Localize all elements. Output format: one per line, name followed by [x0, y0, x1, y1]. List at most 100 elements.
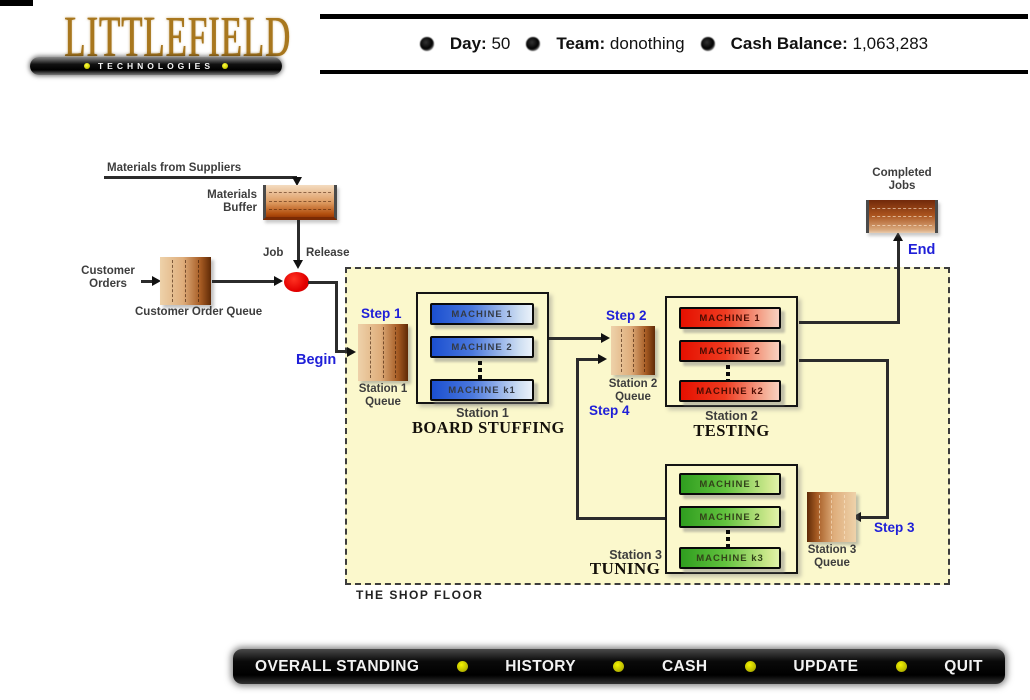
queue-column	[369, 327, 371, 378]
buffer-row	[269, 192, 331, 194]
station1-machine-1[interactable]: MACHINE 1	[430, 303, 534, 325]
nav-quit[interactable]: QUIT	[944, 657, 983, 675]
queue-column	[395, 327, 397, 378]
arrowhead-right-icon	[152, 276, 161, 286]
bullet-icon	[700, 37, 715, 51]
completed-jobs-label: Completed Jobs	[872, 167, 932, 193]
arrowhead-right-icon	[274, 276, 283, 286]
nav-cash[interactable]: CASH	[661, 657, 708, 675]
queue-column	[643, 328, 645, 373]
nav-bar: OVERALL STANDING HISTORY CASH UPDATE QUI…	[233, 649, 1005, 684]
station3-queue[interactable]	[807, 492, 856, 542]
arrowhead-left-icon	[852, 512, 861, 522]
customer-orders-label: Customer Orders	[81, 265, 135, 291]
flow-line	[335, 350, 349, 353]
station1-queue[interactable]	[358, 324, 408, 381]
step4-label: Step 4	[589, 403, 630, 418]
station3-queue-label: Station 3 Queue	[807, 544, 857, 570]
queue-column	[843, 495, 845, 539]
queue-column	[831, 495, 832, 539]
station1-machine-2[interactable]: MACHINE 2	[430, 336, 534, 358]
flow-line	[576, 358, 600, 361]
queue-column	[198, 259, 199, 303]
day-label: Day:	[449, 34, 487, 53]
day-stat: Day: 50	[450, 34, 511, 54]
station2-queue-label: Station 2 Queue	[608, 378, 658, 404]
logo-subtitle: TECHNOLOGIES	[97, 61, 214, 71]
team-stat: Team: donothing	[556, 34, 684, 54]
flow-line	[212, 280, 276, 283]
station2-queue[interactable]	[611, 326, 655, 375]
flow-line	[886, 359, 889, 519]
station1-queue-label: Station 1 Queue	[358, 383, 408, 409]
station2-process-label: TESTING	[693, 421, 770, 440]
station2-machine-k2[interactable]: MACHINE k2	[679, 380, 781, 402]
station3-box[interactable]	[665, 464, 798, 574]
materials-buffer-label: Materials Buffer	[207, 189, 257, 215]
flow-line	[799, 359, 889, 362]
buffer-row	[269, 200, 331, 202]
station2-box[interactable]	[665, 296, 798, 407]
completed-jobs-buffer[interactable]	[866, 200, 938, 233]
end-label: End	[908, 242, 936, 258]
customer-order-queue-label: Customer Order Queue	[135, 306, 263, 318]
buffer-row	[872, 224, 932, 226]
station3-machine-2[interactable]: MACHINE 2	[679, 506, 781, 528]
flow-line	[576, 360, 579, 520]
queue-column	[185, 259, 186, 303]
station2-machine-2[interactable]: MACHINE 2	[679, 340, 781, 362]
flow-line	[860, 516, 889, 519]
logo-dot-icon	[83, 63, 90, 69]
flow-line	[549, 337, 603, 340]
team-value: donothing	[609, 34, 685, 53]
station3-process-label: TUNING	[589, 559, 661, 578]
materials-from-suppliers-label: Materials from Suppliers	[107, 162, 242, 174]
day-value: 50	[491, 34, 511, 53]
bullet-icon	[526, 37, 541, 51]
flow-line	[104, 176, 297, 179]
step1-label: Step 1	[361, 306, 402, 321]
station1-machine-k1[interactable]: MACHINE k1	[430, 379, 534, 401]
step3-label: Step 3	[874, 520, 915, 535]
flow-line	[576, 517, 665, 520]
cash-balance-value: 1,063,283	[852, 34, 929, 53]
logo-dot-icon	[222, 63, 228, 69]
job-label: Job	[263, 247, 284, 259]
queue-column	[382, 327, 384, 378]
station1-process-label: BOARD STUFFING	[412, 418, 565, 437]
customer-order-queue[interactable]	[160, 257, 211, 305]
station3-machine-k3[interactable]: MACHINE k3	[679, 547, 781, 569]
flow-line	[799, 321, 900, 324]
arrowhead-right-icon	[347, 347, 356, 357]
job-release-node[interactable]	[284, 272, 309, 292]
buffer-row	[872, 216, 932, 217]
flow-line	[335, 281, 338, 353]
queue-column	[172, 259, 173, 303]
release-label: Release	[306, 247, 350, 259]
nav-separator-dot-icon	[744, 661, 756, 672]
status-bar: Day: 50 Team: donothing Cash Balance: 1,…	[320, 30, 1028, 58]
buffer-row	[872, 207, 932, 209]
materials-buffer[interactable]	[263, 185, 337, 220]
station3-machine-1[interactable]: MACHINE 1	[679, 473, 781, 495]
nav-history[interactable]: HISTORY	[505, 657, 577, 675]
logo-technologies-bar: TECHNOLOGIES	[30, 57, 282, 75]
flow-line	[308, 281, 338, 284]
step2-label: Step 2	[606, 308, 647, 323]
arrowhead-up-icon	[893, 232, 903, 241]
station2-machine-1[interactable]: MACHINE 1	[679, 307, 781, 329]
nav-separator-dot-icon	[456, 661, 468, 672]
arrowhead-down-icon	[293, 260, 303, 269]
station2-name-label: Station 2	[705, 409, 758, 423]
queue-column	[621, 328, 623, 373]
flow-line	[897, 240, 900, 323]
station1-name-label: Station 1	[456, 406, 509, 420]
ellipsis-dots-icon	[726, 530, 730, 548]
nav-overall-standing[interactable]: OVERALL STANDING	[255, 657, 420, 675]
station1-box[interactable]	[416, 292, 549, 404]
header-rule-bottom	[320, 70, 1028, 74]
nav-update[interactable]: UPDATE	[793, 657, 859, 675]
bullet-icon	[419, 37, 434, 51]
flow-line	[141, 280, 154, 283]
